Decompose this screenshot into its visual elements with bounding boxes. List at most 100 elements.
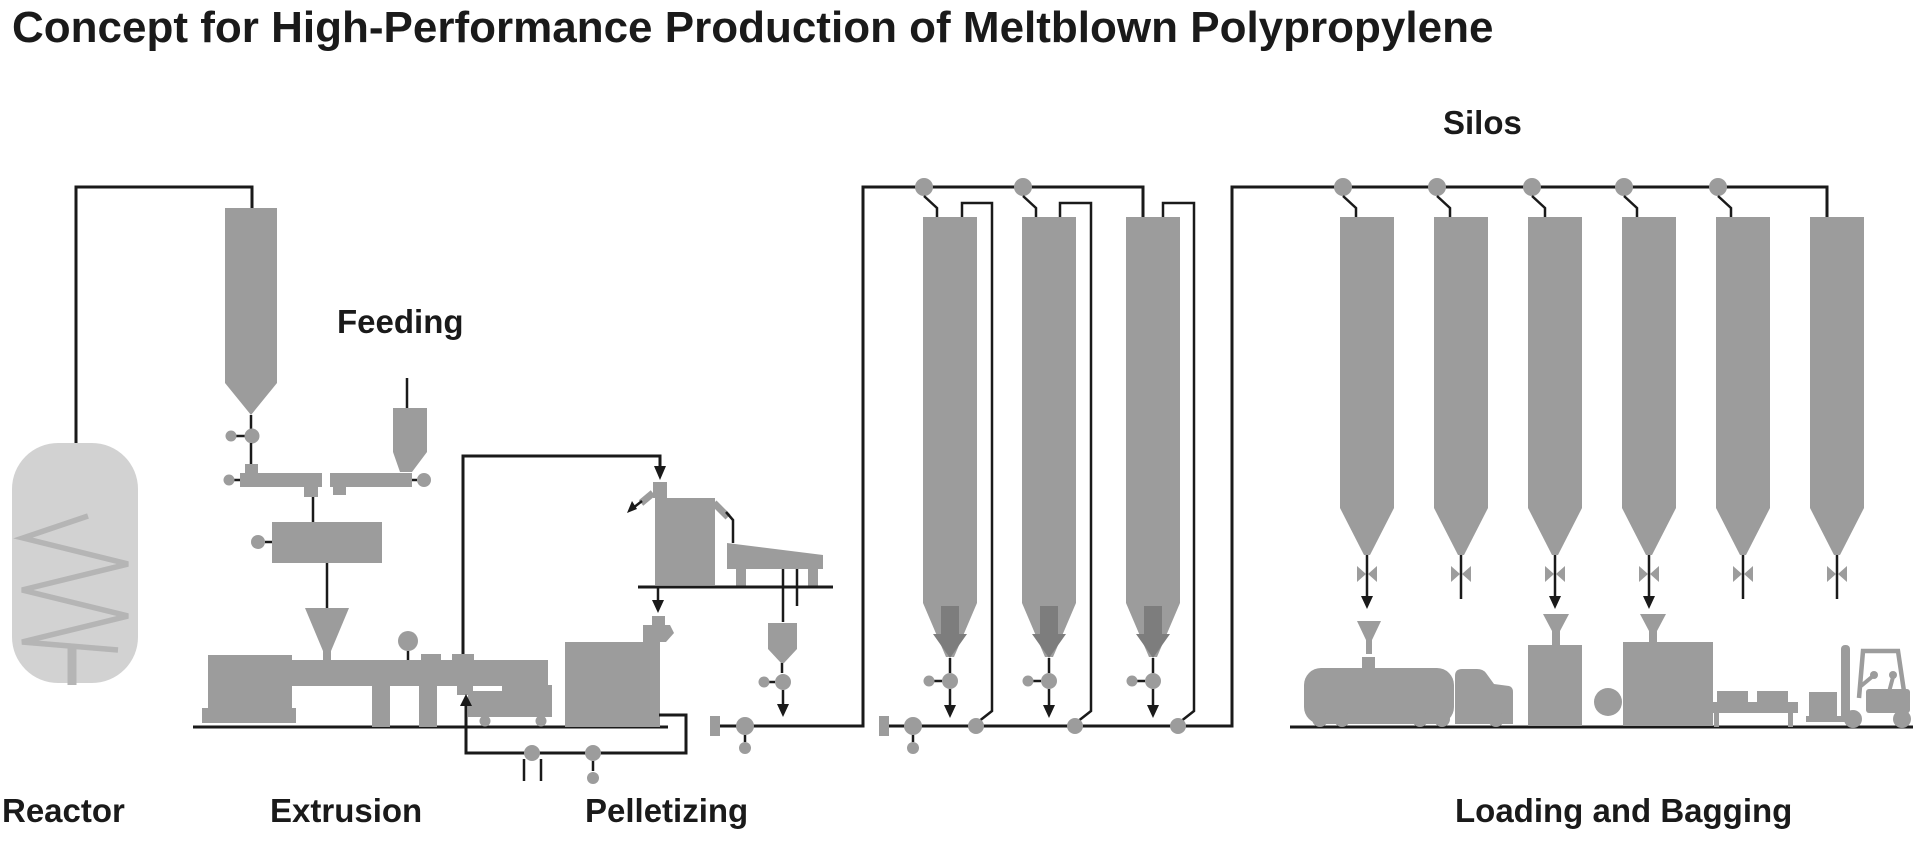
melt-line (461, 454, 662, 654)
truck-wheel-icon (1434, 711, 1450, 727)
dosing-feeder-2 (330, 473, 412, 487)
valve-icon (225, 430, 237, 442)
bagger-body (1623, 642, 1713, 726)
valve-icon (1022, 675, 1034, 687)
pallet-load (1809, 692, 1837, 720)
fork (1806, 716, 1850, 722)
feeder-inlet (245, 464, 258, 473)
bagging-machine-1 (1528, 614, 1582, 726)
truck-wheel-icon (1488, 711, 1504, 727)
butterfly-valve-icon (1744, 566, 1753, 582)
vent-chute (638, 490, 656, 506)
melt-pump-skid (468, 691, 552, 717)
funnel-stem (323, 651, 331, 662)
pelletizing-label: Pelletizing (585, 792, 748, 829)
arrow-down-icon (944, 705, 956, 718)
butterfly-valve-icon (1462, 566, 1471, 582)
silo-vent-pipe (1058, 201, 1093, 723)
silo-vent-pipe (960, 201, 994, 723)
skid-wheel-icon (535, 715, 547, 727)
pump-skid-top (502, 685, 552, 691)
silo-body (923, 217, 977, 657)
pelletizer-inlet (653, 482, 667, 498)
feed-hopper (225, 208, 277, 415)
cyclone-receiver-icon (915, 178, 933, 196)
valve-icon (1041, 673, 1057, 689)
extruder-motor-base (202, 708, 296, 723)
silo-body (1528, 217, 1582, 555)
reactor-transfer-pipe (74, 185, 254, 443)
bag-conveyor (1711, 691, 1798, 727)
forklift (1806, 645, 1911, 728)
butterfly-valve-icon (1357, 566, 1366, 582)
butterfly-valve-icon (1827, 566, 1836, 582)
valve-icon (1126, 675, 1138, 687)
cyclone-receiver-icon (1014, 178, 1032, 196)
forklift-body (1866, 689, 1910, 713)
storage-silo-6 (1810, 217, 1864, 599)
discharge-chute (711, 500, 731, 520)
forklift-wheel-icon (1893, 710, 1911, 728)
valve-icon (223, 474, 235, 486)
conveyor-leg (1714, 713, 1719, 727)
melt-outlet-fitting (452, 654, 474, 660)
arrow-down-icon (777, 704, 789, 717)
forklift-wheel-icon (1844, 710, 1862, 728)
blower-motor-icon (907, 742, 919, 754)
arrow-down-icon (652, 600, 664, 613)
feeding-section: Feeding (223, 208, 464, 662)
conveying-pipe-1 (720, 185, 1145, 728)
silo-discharge-arrow-icon (933, 634, 967, 658)
conveyor-deck (1711, 702, 1798, 713)
silo-body (1126, 217, 1180, 657)
junction-valve-icon (1170, 718, 1186, 734)
underwater-pelletizer (655, 498, 715, 585)
barrel-leg (419, 686, 437, 727)
cyclone-receiver-icon (1523, 178, 1541, 196)
steering-lever (1859, 674, 1875, 688)
silo-discharge-arrow-icon (1136, 634, 1170, 658)
bag (1757, 691, 1788, 702)
valve-actuator-icon (587, 772, 599, 784)
butterfly-valve-icon (1545, 566, 1554, 582)
butterfly-valve-icon (1451, 566, 1460, 582)
silo-vent-pipe (1161, 201, 1196, 723)
vibrating-screen (727, 543, 823, 569)
pellet-dryer-unit (565, 642, 660, 727)
water-recycle-loop (464, 704, 688, 755)
blending-silos-group (923, 201, 1196, 723)
valve-icon (251, 535, 265, 549)
feeder-2-outlet (333, 487, 346, 495)
bagger-body (1528, 645, 1582, 726)
arrow-up-icon (460, 694, 472, 706)
cab-frame (1856, 648, 1908, 699)
screen-leg (808, 569, 818, 586)
reactor-label: Reactor (2, 792, 125, 829)
silo-fill-pipe (1531, 195, 1547, 217)
feeding-label: Feeding (337, 303, 464, 340)
dosing-feeder-1 (240, 473, 322, 487)
blower-flange (879, 716, 889, 736)
truck-wheel-icon (1312, 711, 1328, 727)
barrel-leg (372, 686, 390, 727)
film-roll-icon (1594, 688, 1622, 716)
tanker-body (1304, 668, 1454, 724)
cyclone-receiver-icon (1334, 178, 1352, 196)
storage-silo-1 (1340, 217, 1394, 609)
screen-leg (736, 569, 746, 586)
valve-icon (775, 674, 791, 690)
silo-discharge-arrow-icon (1144, 606, 1162, 635)
reactor-section: Reactor (2, 185, 254, 829)
bagging-machine-2 (1594, 614, 1713, 726)
junction-valve-icon (968, 718, 984, 734)
truck-wheel-icon (1412, 711, 1428, 727)
silo-discharge-arrow-icon (1032, 634, 1066, 658)
rotary-valve-top (652, 616, 665, 625)
butterfly-valve-icon (1733, 566, 1742, 582)
extruder-motor (208, 655, 292, 708)
valve-icon (1145, 673, 1161, 689)
arrow-down-left-icon (627, 501, 637, 513)
rotary-valve (643, 625, 674, 642)
barrel-bottom-fitting (457, 686, 473, 695)
tank-hatch (1362, 657, 1375, 668)
